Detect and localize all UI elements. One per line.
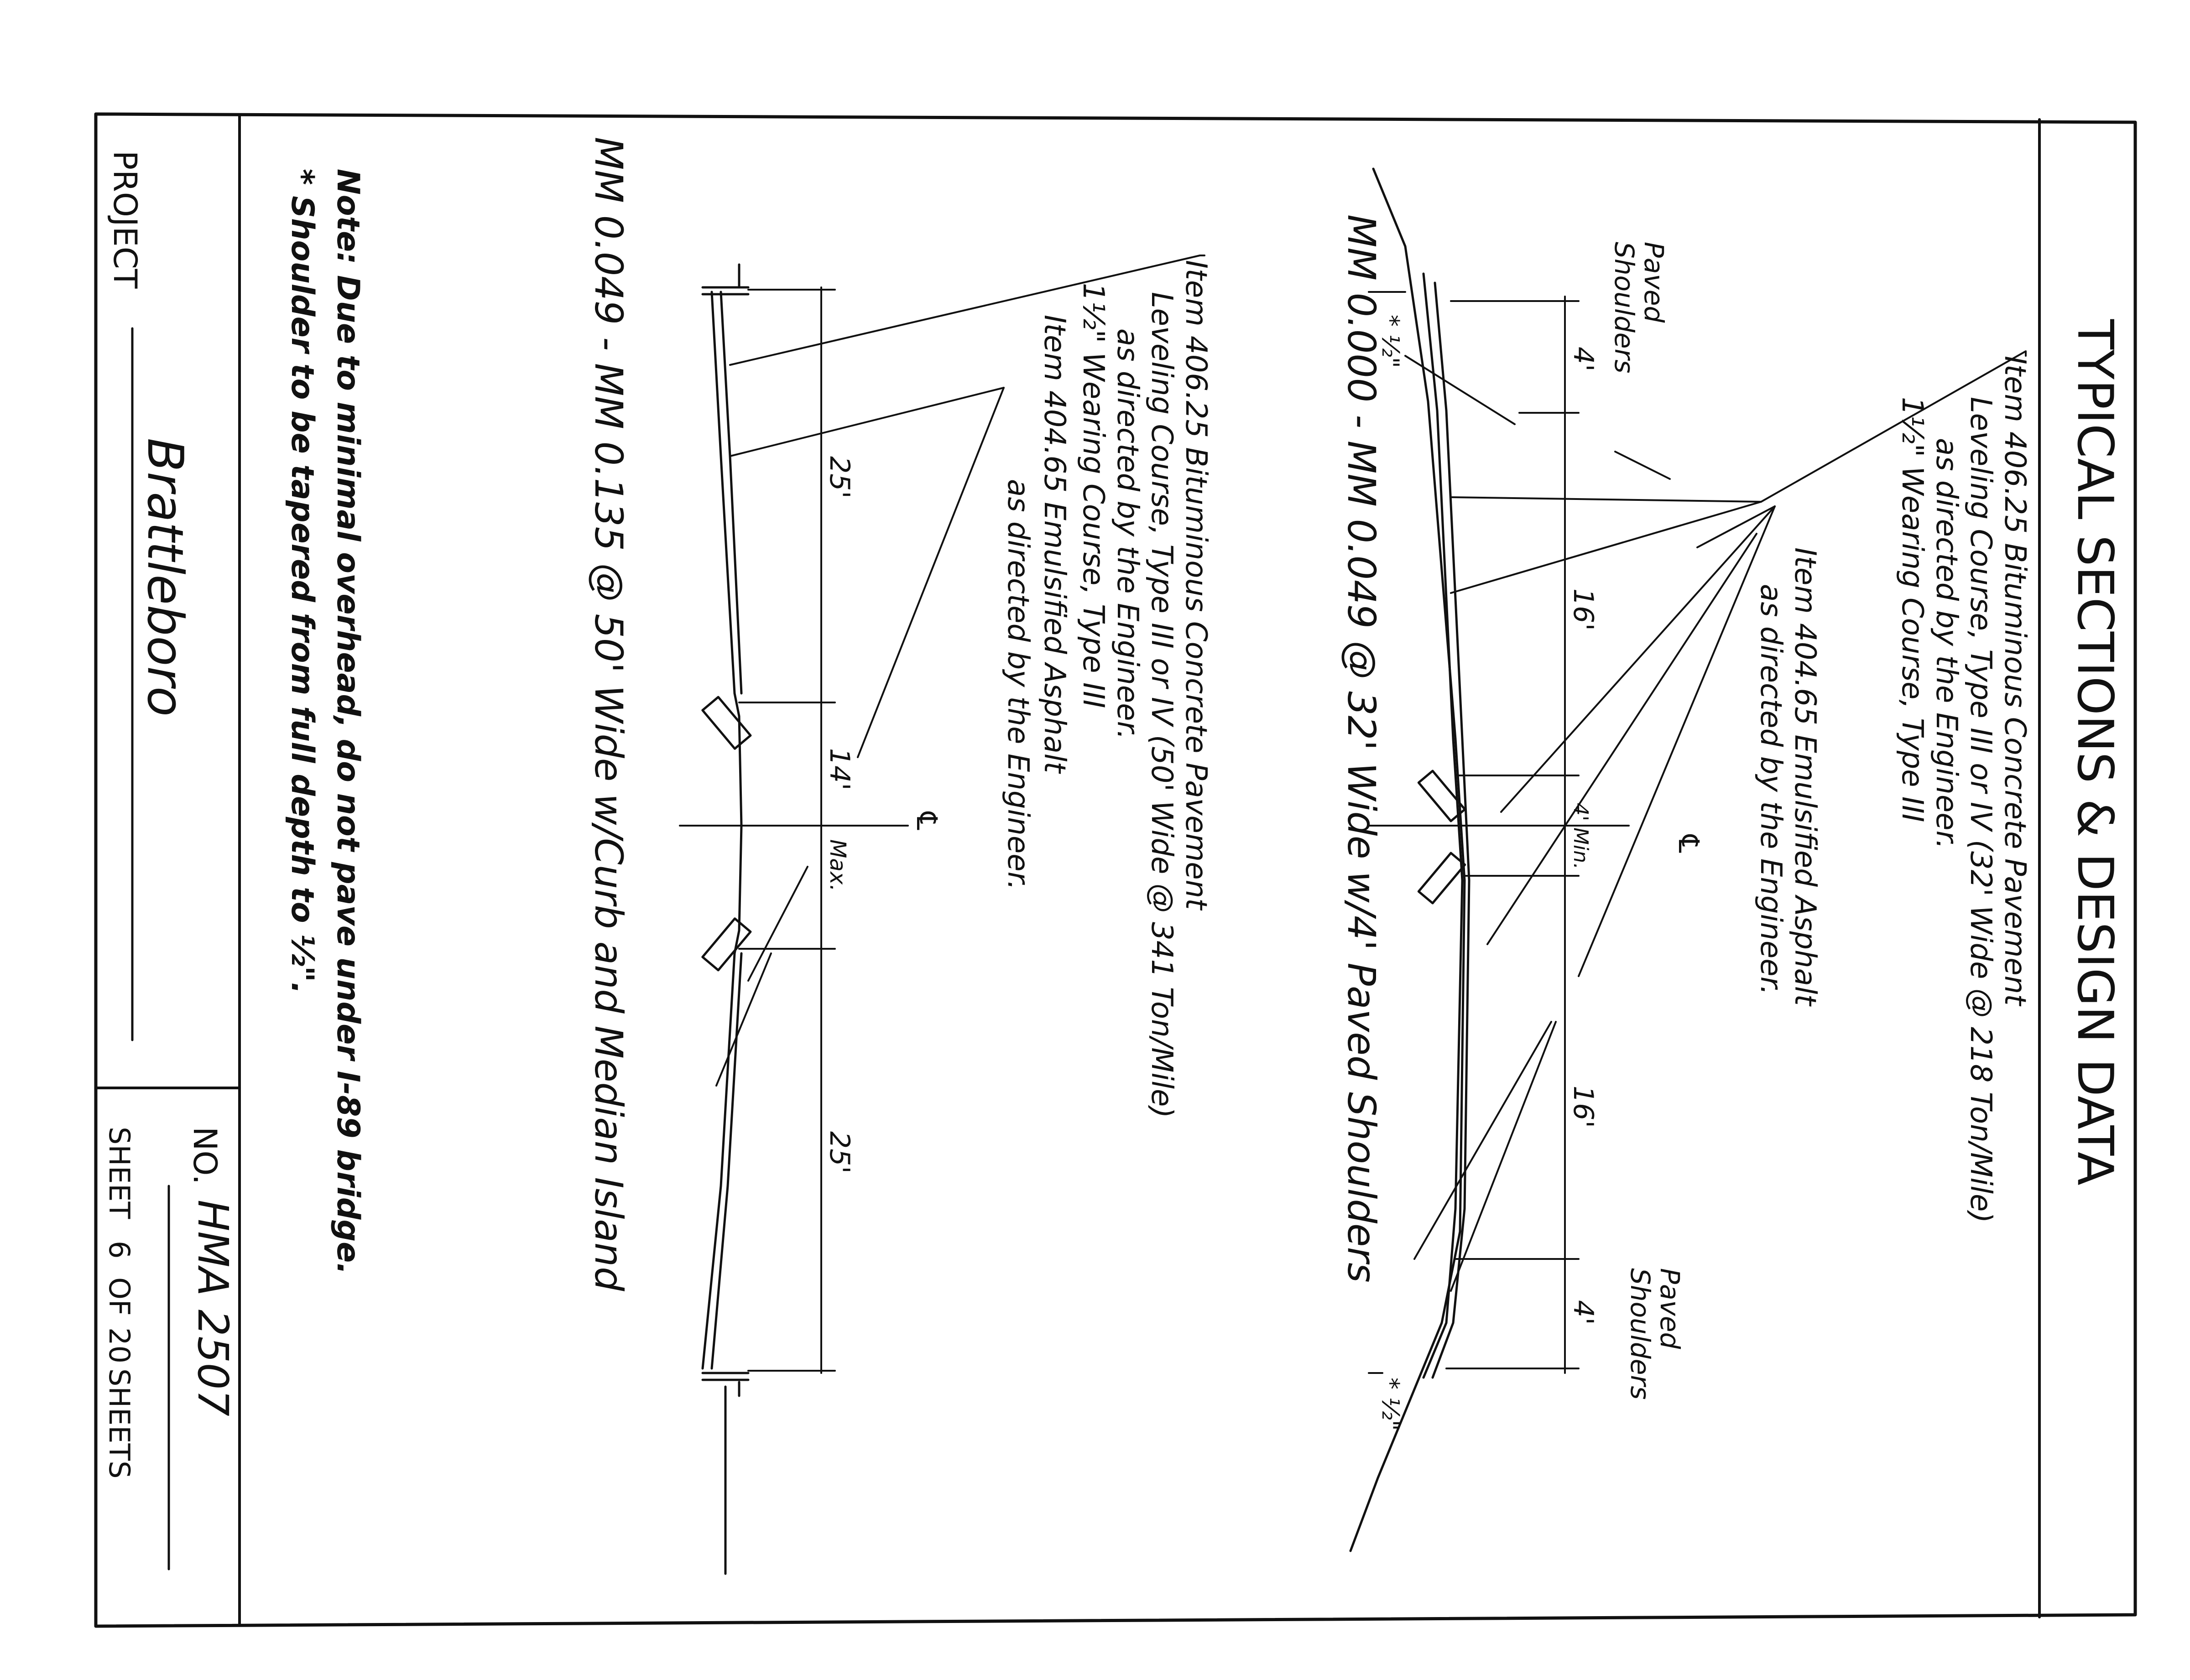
section2-dim-median-max: Max. <box>825 839 850 892</box>
project-name: Brattleboro <box>136 438 193 717</box>
section1-paved-shoulders-right-2: Shoulders <box>1625 1268 1656 1400</box>
sheet-total: 20 <box>103 1327 136 1363</box>
section1-note-leveling-line1: Item 406.25 Bituminous Concrete Pavement <box>1998 356 2032 1007</box>
section2-centerline-symbol: ℄ <box>910 811 944 830</box>
section2-note-emulsified-line1: Item 404.65 Emulsified Asphalt <box>1038 315 1071 775</box>
section1-note-leveling-line2: Leveling Course, Type III or IV (32' Wid… <box>1964 397 1997 1223</box>
section1-note-emulsified-line2: as directed by the Engineer. <box>1754 584 1788 995</box>
section2-roadway-profile <box>701 263 752 1575</box>
sheet-frame <box>94 112 2137 1628</box>
section1-dim-right-lane: 16' <box>1567 1086 1599 1128</box>
section1-taper-left: * ½" <box>1377 315 1404 368</box>
section1-dimension-line <box>1368 296 1630 1374</box>
section1-paved-shoulders-left-1: Paved <box>1638 242 1669 323</box>
section2-note-leveling-line2: Leveling Course, Type III or IV (50' Wid… <box>1145 292 1178 1118</box>
title-block: PROJECT Brattleboro NO. HMA 2507 SHEET 6… <box>103 151 237 1571</box>
sheet-number: 6 <box>103 1241 136 1259</box>
section1-paved-shoulders-left-2: Shoulders <box>1609 242 1640 374</box>
section1-title: MM 0.000 - MM 0.049 @ 32' Wide w/4' Pave… <box>1339 214 1384 1283</box>
section1-note-emulsified-line1: Item 404.65 Emulsified Asphalt <box>1788 547 1822 1007</box>
project-label: PROJECT <box>106 151 144 289</box>
section1-dim-left-shoulder: 4' <box>1567 347 1599 372</box>
sheet-title: TYPICAL SECTIONS & DESIGN DATA <box>2066 319 2123 1186</box>
section2-dim-left: 25' <box>824 456 855 499</box>
general-note-overhead: Note: Due to minimal overhead, do not pa… <box>330 169 366 1274</box>
section2-note-leveling-line1: Item 406.25 Bituminous Concrete Pavement <box>1179 260 1213 911</box>
section2-dimension-line <box>679 286 909 1374</box>
section2-leaders <box>715 255 1205 1087</box>
section1-leaders <box>1450 350 2027 1292</box>
section2-dim-median: 14' <box>824 748 855 791</box>
section1-dim-left-lane: 16' <box>1567 588 1599 631</box>
sheet-of-label: OF <box>103 1277 136 1316</box>
section2-note-emulsified-line2: as directed by the Engineer. <box>1001 479 1035 890</box>
general-note-shoulder-taper: * Shoulder to be tapered from full depth… <box>284 169 320 994</box>
project-no-label: NO. <box>186 1127 224 1185</box>
section2-note-leveling-line3: as directed by the Engineer. <box>1111 328 1144 739</box>
section1-roadway-profile <box>1349 167 1671 1552</box>
section1-note-leveling-line4: 1½" Wearing Course, Type III <box>1895 397 1929 822</box>
project-number: HMA 2507 <box>188 1200 237 1416</box>
sheet-label: SHEET <box>103 1127 136 1219</box>
section1-note-leveling-line3: as directed by the Engineer. <box>1929 438 1963 849</box>
section1-centerline-symbol: ℄ <box>1672 834 1705 853</box>
section2-note-leveling-line4: 1½" Wearing Course, Type III <box>1076 283 1110 708</box>
section1-paved-shoulders-right-1: Paved <box>1654 1268 1685 1350</box>
section1-taper-right: * ½" <box>1377 1378 1404 1431</box>
section1-dim-right-shoulder: 4' <box>1567 1300 1599 1325</box>
sheets-label: SHEETS <box>103 1368 136 1479</box>
section2-dim-right: 25' <box>824 1131 855 1174</box>
section2-title: MM 0.049 - MM 0.135 @ 50' Wide w/Curb an… <box>586 137 631 1291</box>
